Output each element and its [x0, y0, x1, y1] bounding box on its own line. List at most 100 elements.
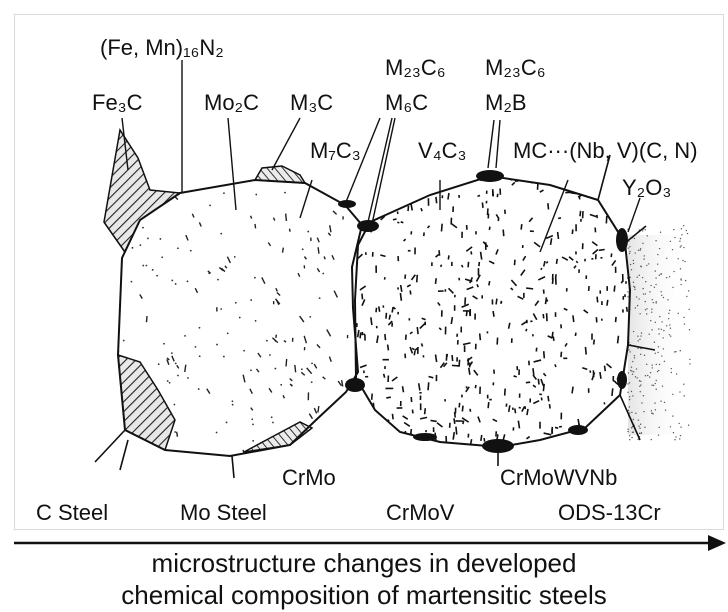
precipitate-mark	[381, 420, 382, 427]
oxide-particle	[678, 313, 679, 314]
oxide-particle	[644, 255, 645, 256]
precipitate-mark	[453, 432, 454, 440]
oxide-particle	[662, 385, 663, 386]
precipitate-mark	[395, 199, 400, 203]
oxide-particle	[680, 268, 681, 269]
precipitate-mark	[451, 317, 452, 324]
precipitate-mark	[386, 313, 387, 319]
oxide-particle	[680, 246, 681, 247]
oxide-particle	[656, 389, 657, 390]
precipitate-mark	[593, 249, 598, 253]
precipitate-mark	[307, 443, 310, 447]
precipitate-mark	[591, 184, 592, 189]
precipitate-mark	[476, 275, 480, 282]
oxide-particle	[635, 413, 636, 414]
precipitate-mark	[451, 223, 457, 227]
label-crmov: CrMoV	[386, 500, 455, 525]
precipitate-mark	[332, 255, 334, 260]
precipitate-dot	[198, 388, 200, 390]
oxide-particle	[634, 355, 635, 356]
oxide-particle	[659, 427, 660, 428]
precipitate-mark	[533, 385, 536, 387]
oxide-particle	[639, 275, 640, 276]
oxide-particle	[630, 264, 631, 265]
oxide-particle	[671, 368, 672, 369]
precipitate-mark	[403, 183, 404, 187]
precipitate-dot	[250, 299, 252, 301]
precipitate-mark	[556, 259, 557, 264]
precipitate-mark	[417, 275, 418, 282]
oxide-particle	[651, 385, 652, 386]
oxide-particle	[674, 237, 675, 238]
fe3c-region	[104, 130, 180, 252]
precipitate-mark	[526, 437, 529, 439]
precipitate-mark	[496, 214, 499, 218]
oxide-particle	[656, 380, 657, 381]
precipitate-mark	[436, 197, 437, 203]
precipitate-mark	[493, 189, 494, 196]
precipitate-mark	[610, 203, 611, 207]
precipitate-mark	[572, 229, 573, 234]
precipitate-mark	[388, 345, 389, 351]
precipitate-mark	[584, 310, 588, 313]
precipitate-mark	[541, 268, 542, 270]
label-m6c: M₆C	[385, 90, 428, 115]
oxide-particle	[669, 310, 670, 311]
oxide-particle	[658, 333, 659, 334]
precipitate-dot	[284, 340, 286, 342]
oxide-particle	[684, 261, 685, 262]
precipitate-mark	[519, 407, 521, 408]
precipitate-mark	[480, 333, 481, 340]
precipitate-mark	[392, 414, 393, 420]
precipitate-mark	[480, 447, 481, 449]
precipitate-mark	[362, 299, 365, 305]
oxide-particle	[677, 258, 678, 259]
oxide-particle	[651, 329, 652, 330]
precipitate-mark	[613, 409, 614, 416]
oxide-particle	[667, 299, 668, 300]
oxide-particle	[637, 348, 638, 349]
oxide-particle	[634, 289, 635, 290]
precipitate-mark	[350, 445, 353, 448]
precipitate-dot	[239, 317, 241, 319]
oxide-particle	[660, 401, 661, 402]
precipitate-dot	[272, 422, 274, 424]
oxide-particle	[642, 243, 643, 244]
precipitate-mark	[301, 372, 304, 375]
precipitate-mark	[448, 193, 449, 200]
precipitate-mark	[307, 447, 309, 454]
precipitate-mark	[533, 314, 536, 320]
oxide-particle	[676, 373, 677, 374]
oxide-particle	[686, 230, 687, 231]
precipitate-mark	[594, 340, 595, 345]
oxide-particle	[659, 275, 660, 276]
precipitate-dot	[243, 350, 245, 352]
precipitate-mark	[553, 337, 554, 341]
oxide-particle	[637, 305, 638, 306]
oxide-particle	[642, 288, 643, 289]
precipitate-mark	[526, 288, 533, 289]
precipitate-dot	[158, 363, 160, 365]
oxide-particle	[655, 353, 656, 354]
oxide-particle	[630, 351, 631, 352]
oxide-particle	[632, 432, 633, 433]
precipitate-mark	[545, 297, 546, 304]
precipitate-dot	[301, 368, 303, 370]
precipitate-mark	[429, 377, 434, 378]
oxide-particle	[689, 359, 690, 360]
oxide-particle	[659, 364, 660, 365]
oxide-particle	[629, 406, 630, 407]
lower-left-carbide	[118, 355, 175, 450]
oxide-particle	[680, 426, 681, 427]
precipitate-mark	[258, 353, 261, 357]
precipitate-mark	[309, 414, 312, 419]
precipitate-mark	[478, 195, 480, 196]
oxide-particle	[635, 252, 636, 253]
oxide-particle	[629, 439, 630, 440]
precipitate-mark	[606, 364, 611, 368]
precipitate-mark	[304, 336, 306, 343]
oxide-particle	[642, 230, 643, 231]
oxide-particle	[655, 240, 656, 241]
precipitate-dot	[311, 381, 313, 383]
precipitate-mark	[474, 370, 478, 375]
